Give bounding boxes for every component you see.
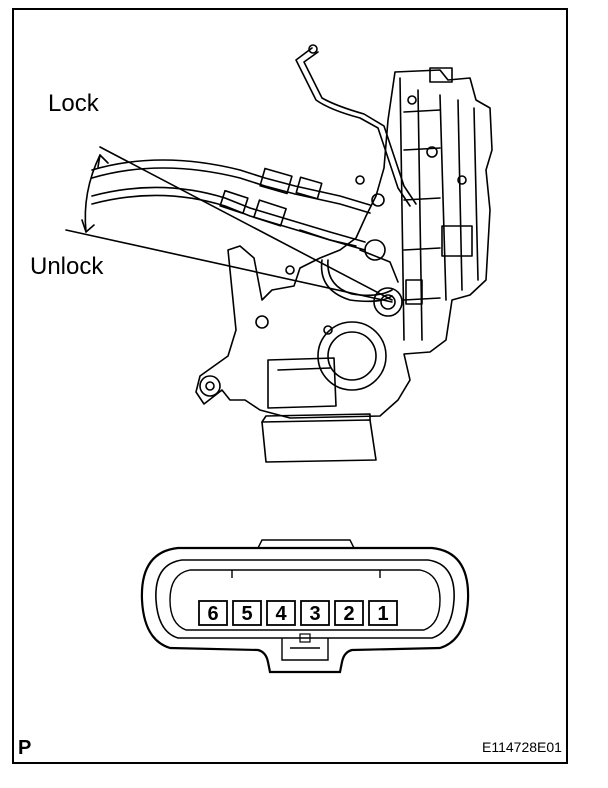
pin-box-3 xyxy=(300,600,330,626)
pin-box-4 xyxy=(266,600,296,626)
mounting-ear xyxy=(199,375,221,397)
pin-box-1 xyxy=(368,600,398,626)
pin-number-5: 5 xyxy=(241,603,252,625)
lock-lever xyxy=(299,229,403,317)
cables xyxy=(91,159,371,251)
linkage-rod xyxy=(295,44,417,207)
connector-front-view xyxy=(140,539,470,674)
pin-box-5 xyxy=(232,600,262,626)
pin-number-6: 6 xyxy=(207,603,218,625)
connector-housing xyxy=(261,413,377,463)
motor-housing xyxy=(255,265,387,409)
rotation-arrow xyxy=(81,154,109,233)
unlock-label: Unlock xyxy=(30,253,104,280)
pin-number-3: 3 xyxy=(309,603,320,625)
lock-position-line xyxy=(99,146,393,301)
pin-box-6 xyxy=(198,600,228,626)
pin-number-1: 1 xyxy=(377,603,388,625)
pin-number-2: 2 xyxy=(343,603,354,625)
lock-label: Lock xyxy=(48,90,99,117)
pin-number-4: 4 xyxy=(275,603,287,625)
lock-housing xyxy=(195,67,493,419)
pin-box-2 xyxy=(334,600,364,626)
corner-letter: P xyxy=(18,737,32,759)
figure-code: E114728E01 xyxy=(482,739,562,755)
